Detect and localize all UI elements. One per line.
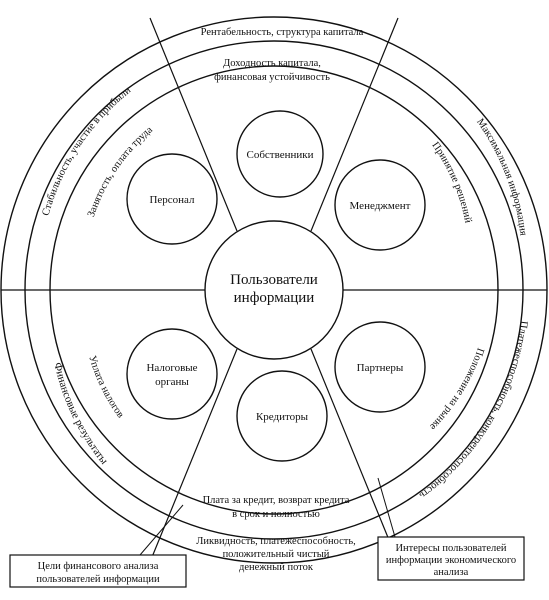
center-title-line2: информации <box>234 290 315 306</box>
partners-label: Партнеры <box>357 362 404 374</box>
goal-creditors-line2: положительный чистый <box>223 549 330 560</box>
right-callout-line <box>377 477 396 538</box>
interest-creditors-line2: в срок и полностью <box>232 509 320 520</box>
goal-management-text: Максимальная информация <box>474 117 528 237</box>
partners-node <box>334 321 426 413</box>
goal-partners-text: Платежеспособность, конкурентоспособност… <box>417 320 529 501</box>
right-caption-line1: Интересы пользователей <box>395 543 506 554</box>
staff-label: Персонал <box>149 194 195 206</box>
goal-creditors-line1: Ликвидность, платежеспособность, <box>196 536 356 547</box>
interest-tax-text: Уплата налогов <box>86 354 126 420</box>
creditors-label: Кредиторы <box>256 411 309 423</box>
tax-label-line1: Налоговые <box>146 362 197 374</box>
goal-creditors-line3: денежный поток <box>239 562 314 573</box>
interest-owners-line1: Доходность капитала, <box>223 58 321 69</box>
goal-owners: Рентабельность, структура капитала <box>201 27 364 38</box>
owners-label: Собственники <box>246 149 313 161</box>
interest-creditors-line1: Плата за кредит, возврат кредита <box>203 495 350 506</box>
management-node <box>334 159 426 251</box>
left-callout-line <box>139 504 184 556</box>
interest-tax: Уплата налогов <box>86 354 126 420</box>
spoke-bottom-right <box>310 348 399 563</box>
center-title-line1: Пользователи <box>230 272 318 288</box>
left-caption-line1: Цели финансового анализа <box>38 561 159 572</box>
right-caption-line3: анализа <box>434 567 469 578</box>
goal-staff-text: Стабильность, участие в прибыли <box>41 85 134 217</box>
tax-node <box>126 328 218 420</box>
management-label: Менеджмент <box>350 200 411 212</box>
goal-staff: Стабильность, участие в прибыли <box>41 85 134 217</box>
center-circle <box>204 220 344 360</box>
spoke-top-left <box>149 17 238 232</box>
goal-partners: Платежеспособность, конкурентоспособност… <box>417 320 529 501</box>
left-caption-line2: пользователей информации <box>36 574 160 585</box>
creditors-node <box>236 370 328 462</box>
left-caption-box <box>9 554 187 588</box>
interest-owners-line2: финансовая устойчивость <box>214 72 330 83</box>
staff-node <box>126 153 218 245</box>
right-caption-box <box>377 536 525 581</box>
goal-management: Максимальная информация <box>474 117 528 237</box>
spoke-top-right <box>310 17 399 232</box>
owners-node <box>236 110 324 198</box>
tax-label-line2: органы <box>155 376 189 388</box>
right-caption-line2: информации экономического <box>386 555 516 566</box>
